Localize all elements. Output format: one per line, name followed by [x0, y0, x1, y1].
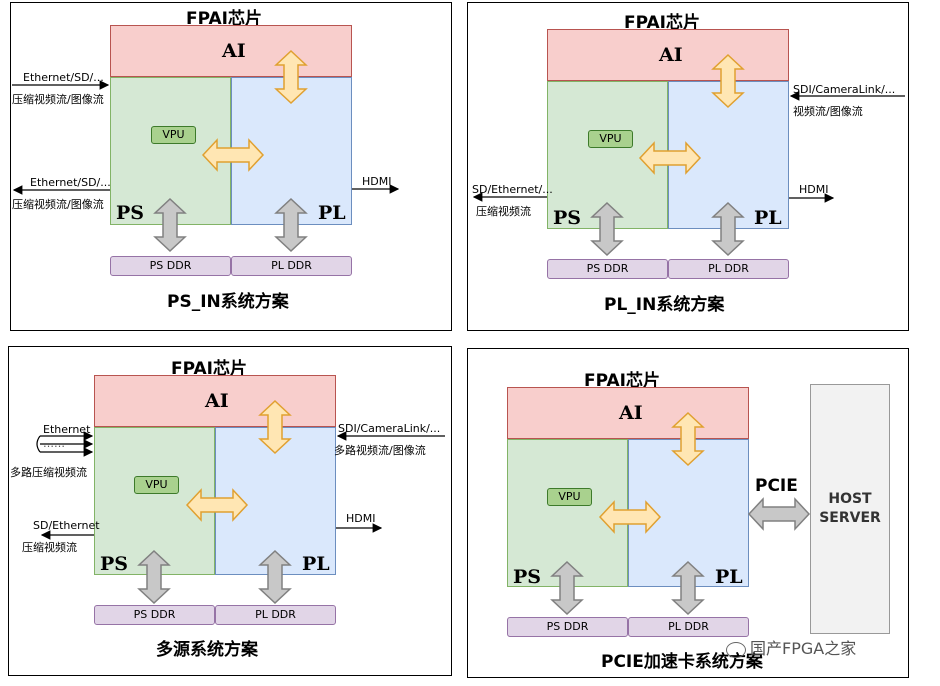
- panel-title: PS_IN系统方案: [167, 292, 289, 312]
- ps-ddr-arrow: [591, 202, 623, 256]
- ai-pl-arrow: [259, 400, 291, 454]
- ai-block: [94, 375, 336, 427]
- pl-ddr-arrow: [259, 550, 291, 604]
- chip-title: FPAI芯片: [171, 359, 247, 379]
- ps-ddr-block: PS DDR: [94, 605, 215, 625]
- output-label-left: Ethernet/SD/...: [30, 176, 111, 189]
- pl-ddr-block: PL DDR: [231, 256, 352, 276]
- ps-ddr-arrow: [551, 561, 583, 615]
- chip-title: FPAI芯片: [624, 13, 700, 33]
- input-label-right: SDI/CameraLink/...: [338, 422, 441, 435]
- wechat-icon: [726, 641, 746, 658]
- ps-ddr-block: PS DDR: [110, 256, 231, 276]
- pl-ddr-arrow: [672, 561, 704, 615]
- ai-label: AI: [222, 40, 246, 62]
- ps-pl-arrow: [599, 501, 661, 533]
- output-label-left: SD/Ethernet: [33, 519, 100, 532]
- chip-title: FPAI芯片: [186, 9, 262, 29]
- ps-label: PS: [553, 207, 582, 229]
- hdmi-label: HDMI: [362, 175, 392, 188]
- panel-title: 多源系统方案: [156, 640, 258, 660]
- input-label-left: Ethernet: [43, 423, 91, 436]
- pl-label: PL: [302, 553, 330, 575]
- vpu-block: VPU: [588, 130, 633, 148]
- ai-label: AI: [659, 44, 683, 66]
- input-label-right-sub: 视频流/图像流: [793, 105, 863, 118]
- output-label-left-sub: 压缩视频流: [22, 541, 77, 554]
- host-server-block: HOST SERVER: [810, 384, 890, 634]
- input-bracket: [36, 435, 41, 453]
- pl-label: PL: [715, 566, 743, 588]
- pl-label: PL: [754, 207, 782, 229]
- ps-ddr-block: PS DDR: [507, 617, 628, 637]
- pcie-label: PCIE: [755, 476, 798, 496]
- pl-ddr-block: PL DDR: [668, 259, 789, 279]
- ps-pl-arrow: [186, 489, 248, 521]
- pl-ddr-block: PL DDR: [215, 605, 336, 625]
- pl-label: PL: [318, 202, 346, 224]
- host-line2: SERVER: [819, 510, 881, 526]
- host-line1: HOST: [828, 491, 872, 507]
- input-label-right: SDI/CameraLink/...: [793, 83, 896, 96]
- ps-ddr-block: PS DDR: [547, 259, 668, 279]
- ps-ddr-arrow: [154, 198, 186, 252]
- panel-title: PCIE加速卡系统方案: [601, 652, 763, 672]
- vpu-block: VPU: [547, 488, 592, 506]
- vpu-block: VPU: [151, 126, 196, 144]
- watermark-text: 国产FPGA之家: [750, 639, 857, 658]
- input-label-left-sub: 多路压缩视频流: [10, 466, 87, 479]
- ai-pl-arrow: [712, 54, 744, 108]
- pl-ddr-arrow: [275, 198, 307, 252]
- output-label-left: SD/Ethernet/...: [472, 183, 553, 196]
- ps-label: PS: [100, 553, 129, 575]
- input-label-top: Ethernet/SD/...: [23, 71, 104, 84]
- output-label-left-sub: 压缩视频流: [476, 205, 531, 218]
- ps-label: PS: [116, 202, 145, 224]
- ai-block: [507, 387, 749, 439]
- ps-label: PS: [513, 566, 542, 588]
- input-label-right-sub: 多路视频流/图像流: [334, 444, 426, 457]
- watermark: 国产FPGA之家: [726, 635, 856, 659]
- ai-label: AI: [619, 402, 643, 424]
- ai-pl-arrow: [672, 412, 704, 466]
- pl-ddr-block: PL DDR: [628, 617, 749, 637]
- ai-block: [110, 25, 352, 77]
- chip-title: FPAI芯片: [584, 371, 660, 391]
- vpu-block: VPU: [134, 476, 179, 494]
- ps-pl-arrow: [202, 139, 264, 171]
- pl-ddr-arrow: [712, 202, 744, 256]
- ai-block: [547, 29, 789, 81]
- ps-pl-arrow: [639, 142, 701, 174]
- output-label-left-sub: 压缩视频流/图像流: [12, 198, 104, 211]
- hdmi-label: HDMI: [799, 183, 829, 196]
- panel-title: PL_IN系统方案: [604, 295, 725, 315]
- input-label-top-sub: 压缩视频流/图像流: [12, 93, 104, 106]
- pcie-arrow: [748, 498, 810, 530]
- ai-pl-arrow: [275, 50, 307, 104]
- ps-ddr-arrow: [138, 550, 170, 604]
- ai-label: AI: [205, 390, 229, 412]
- hdmi-label: HDMI: [346, 512, 376, 525]
